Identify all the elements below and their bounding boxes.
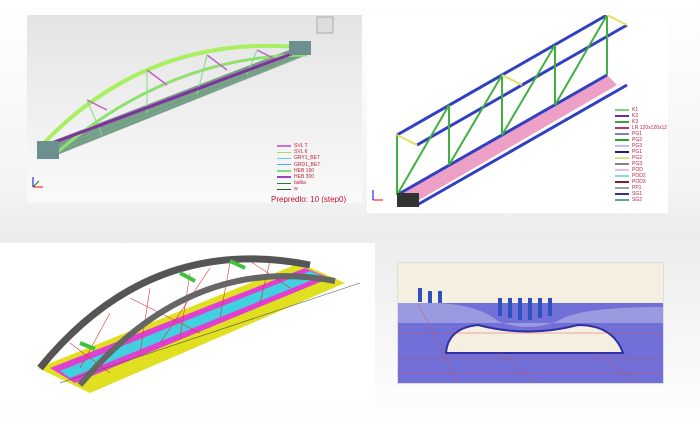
legend-item: K3 [615, 119, 667, 125]
legend-item: K2 [615, 113, 667, 119]
view-cube-icon[interactable] [316, 16, 334, 34]
arch-bridge-render [32, 16, 334, 188]
legend-item: LR 120x120x12 [615, 125, 667, 131]
legend-item: SVL T [277, 143, 346, 149]
truss-bridge-model-panel: K1 K2 K3 LR 120x120x12 PG1 PG2 PG3 PG1 P… [367, 15, 668, 213]
legend-item: SG2 [615, 197, 667, 203]
arch-bridge-model-panel: SVL T SVL 6 GRY1_BET GRD1_BET HEB 160 HE… [27, 15, 362, 203]
legend-item: POD [615, 167, 667, 173]
axis-icon [32, 177, 43, 188]
legend-item: PG2 [615, 137, 667, 143]
legend-item: K1 [615, 107, 667, 113]
legend-item: PP1 [615, 185, 667, 191]
legend-item: balka [277, 180, 346, 186]
fem-mesh-render [398, 288, 663, 383]
legend-item: SVL 6 [277, 149, 346, 155]
legend-item: GRD1_BET [277, 162, 346, 168]
caption: Prepredlo: 10 (step0) [271, 194, 347, 203]
legend-item: SG1 [615, 191, 667, 197]
legend-item: PG3 [615, 161, 667, 167]
legend-item: HEB 300 [277, 174, 346, 180]
arch-bridge-3d-render [37, 255, 361, 393]
arch-bridge-3d-panel [0, 243, 375, 403]
legend-item: GRY1_BET [277, 155, 346, 161]
axis-icon [372, 190, 383, 201]
legend-item: HEB 160 [277, 168, 346, 174]
section-legend: SVL T SVL 6 GRY1_BET GRD1_BET HEB 160 HE… [271, 143, 346, 203]
legend-item: PG1 [615, 149, 667, 155]
legend-item: PG1 [615, 131, 667, 137]
legend-item: POD3 [615, 179, 667, 185]
fem-mesh-panel [397, 262, 664, 384]
section-legend: K1 K2 K3 LR 120x120x12 PG1 PG2 PG3 PG1 P… [615, 107, 667, 203]
legend-item: w [277, 186, 346, 192]
legend-item: PG2 [615, 155, 667, 161]
legend-item: POD2 [615, 173, 667, 179]
legend-item: PG3 [615, 143, 667, 149]
truss-bridge-render [372, 15, 628, 207]
